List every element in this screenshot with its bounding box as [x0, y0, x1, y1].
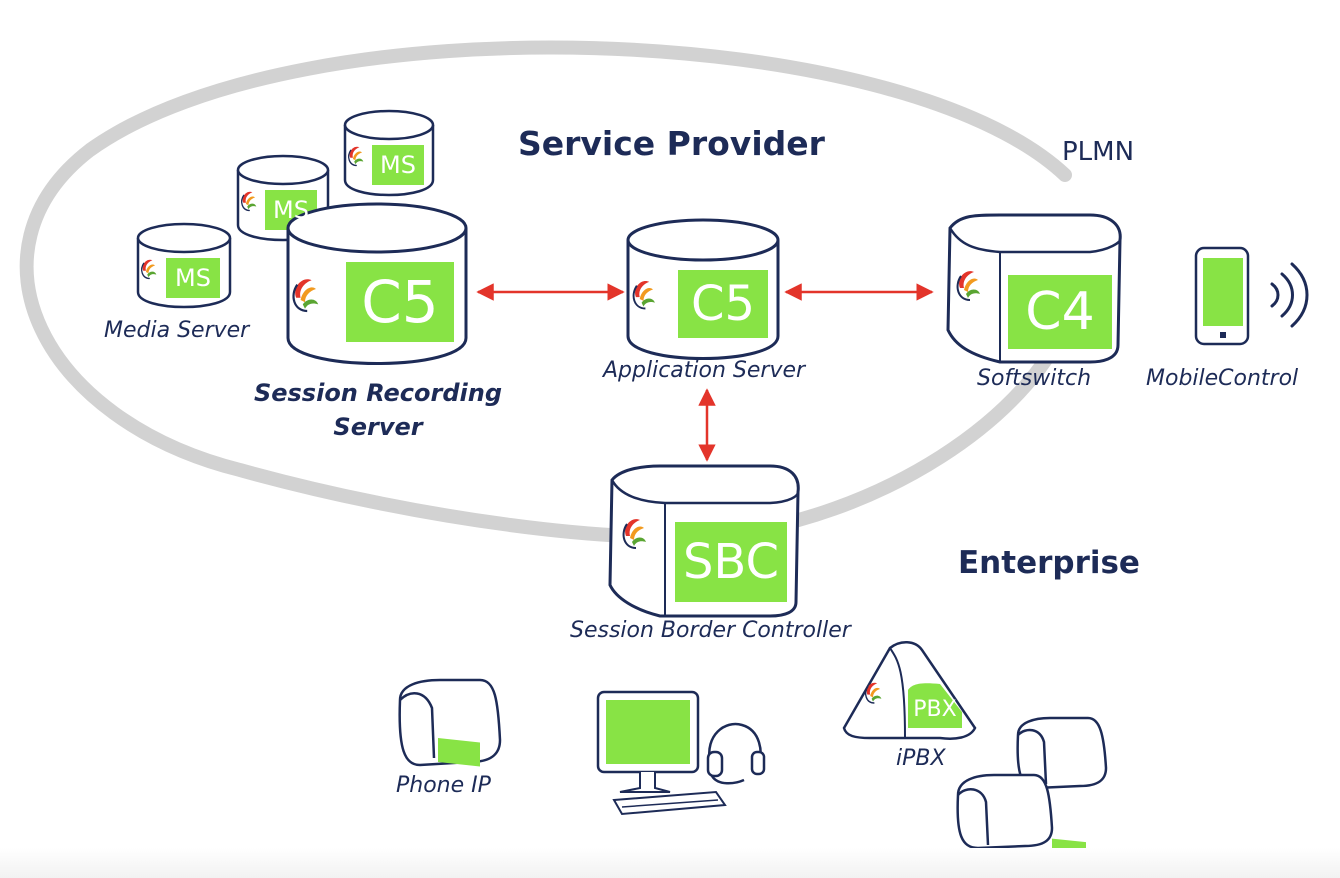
desk-phone-icon — [1016, 716, 1108, 861]
session-recording-caption-line2: Server — [333, 413, 423, 441]
region-enterprise: Enterprise — [958, 545, 1140, 581]
media-server-top — [343, 109, 435, 197]
service-provider-boundary — [19, 40, 1082, 545]
desk-phone-icon — [956, 773, 1054, 850]
mobile-phone-icon — [1194, 246, 1250, 346]
desk-phone-icon — [398, 678, 502, 767]
sbc-caption: Session Border Controller — [570, 618, 851, 643]
session-recording-caption-line1: Session Recording — [253, 379, 503, 407]
session-recording-caption: Session Recording Server — [244, 376, 512, 444]
ipbx — [842, 641, 977, 740]
bottom-fade — [0, 848, 1340, 878]
phone-ip-caption: Phone IP — [396, 773, 491, 798]
ipbx-caption: iPBX — [896, 746, 946, 771]
region-plmn: PLMN — [1062, 137, 1135, 167]
media-server-left — [136, 222, 232, 309]
region-service-provider: Service Provider — [518, 124, 825, 163]
softswitch — [946, 213, 1122, 364]
softswitch-caption: Softswitch — [977, 366, 1092, 391]
application-server — [626, 218, 780, 360]
mobile-control-caption: MobileControl — [1146, 366, 1299, 391]
application-server-caption: Application Server — [603, 358, 806, 383]
media-server-caption: Media Server — [104, 318, 250, 343]
computer-icon — [596, 690, 727, 816]
session-recording-server — [286, 202, 468, 365]
session-border-controller — [608, 464, 800, 618]
headset-icon — [706, 722, 766, 785]
signal-waves-icon — [1270, 262, 1309, 328]
